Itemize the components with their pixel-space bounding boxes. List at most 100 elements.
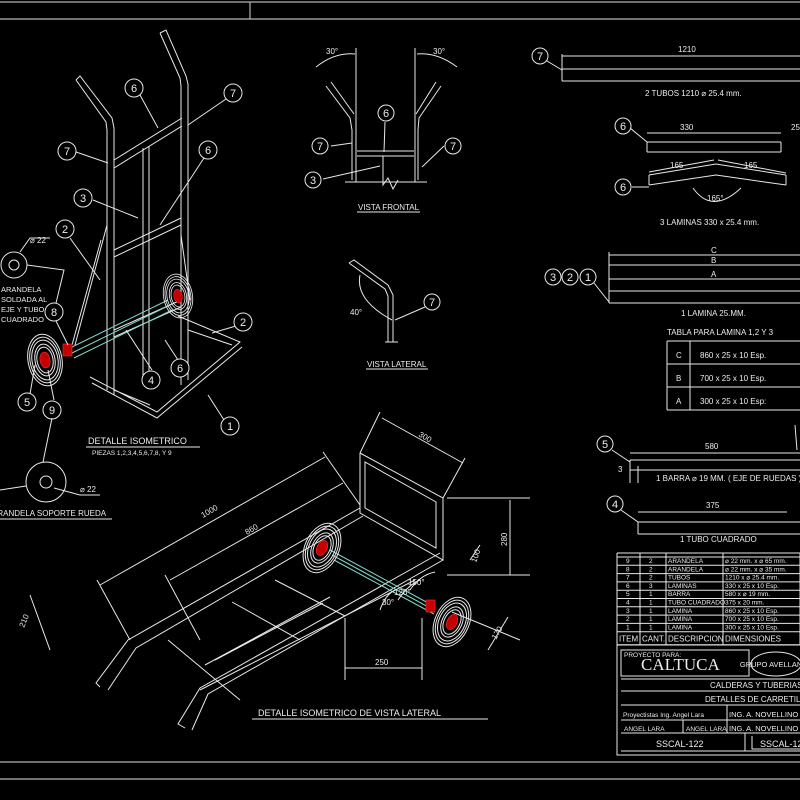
balloon[interactable]: 6 xyxy=(124,78,144,98)
svg-text:3: 3 xyxy=(618,465,623,474)
front-view: 30° 30° xyxy=(315,47,458,191)
svg-text:⌀ 22: ⌀ 22 xyxy=(80,485,96,494)
svg-text:860 x 25 x 10 Esp.: 860 x 25 x 10 Esp. xyxy=(700,351,766,360)
wheel-front xyxy=(23,330,67,390)
svg-text:6: 6 xyxy=(620,121,626,133)
side-view-balloons: 7 xyxy=(423,293,441,311)
bom-cell: 700 x 25 x 10 Esp. xyxy=(725,616,779,623)
balloon[interactable]: 7 xyxy=(531,47,549,65)
balloon[interactable]: 2 xyxy=(561,268,579,286)
svg-text:6: 6 xyxy=(383,108,389,120)
balloon[interactable]: 6 xyxy=(198,140,218,160)
svg-text:210: 210 xyxy=(18,612,32,628)
balloon[interactable]: 7 xyxy=(444,137,462,155)
svg-text:8: 8 xyxy=(51,307,57,319)
part-bar: 580 3 1 BARRA ⌀ 19 MM. ( EJE DE RUEDAS ) xyxy=(611,424,800,483)
balloon[interactable]: 7 xyxy=(311,137,329,155)
lateral-cart-detail xyxy=(29,411,530,731)
balloon[interactable]: 7 xyxy=(423,293,441,311)
balloon[interactable]: 5 xyxy=(596,435,614,453)
balloon[interactable]: 8 xyxy=(44,302,64,322)
lamina-table-title: TABLA PARA LAMINA 1,2 Y 3 xyxy=(667,328,774,337)
svg-text:ING. A. NOVELLINO: ING. A. NOVELLINO xyxy=(729,724,798,733)
balloon[interactable]: 1 xyxy=(220,416,240,436)
svg-text:PROYECTO PARA:: PROYECTO PARA: xyxy=(624,652,681,659)
balloon[interactable]: 2 xyxy=(233,312,253,332)
balloon[interactable]: 3 xyxy=(544,268,562,286)
bom-cell: 4 xyxy=(626,600,630,607)
bom-cell: 3 xyxy=(649,583,653,590)
svg-text:ARANDELA SOPORTE RUEDA: ARANDELA SOPORTE RUEDA xyxy=(0,509,107,518)
balloon[interactable]: 3 xyxy=(304,171,322,189)
svg-text:Proyectistas Ing. Angel Lara: Proyectistas Ing. Angel Lara xyxy=(623,712,704,719)
bom-cell: TUBO CUADRADO xyxy=(668,600,725,607)
balloon[interactable]: 6 xyxy=(614,178,632,196)
bom-cell: ⌀ 22 mm. x ⌀ 35 mm. xyxy=(725,566,787,573)
bom-cell: 580 x ⌀ 19 mm. xyxy=(725,591,770,598)
svg-text:CALDERAS Y TUBERIAS (C: CALDERAS Y TUBERIAS (C xyxy=(710,681,800,690)
svg-text:CUADRADO: CUADRADO xyxy=(1,315,44,324)
balloon[interactable]: 6 xyxy=(377,104,395,122)
svg-text:⌀ 22: ⌀ 22 xyxy=(30,236,46,245)
part-lamina: C B A 1 LAMINA 25.MM. xyxy=(593,246,800,318)
svg-text:2: 2 xyxy=(240,317,246,329)
washer-bottom-detail: ⌀ 22 ARANDELA SOPORTE RUEDA xyxy=(0,417,112,520)
svg-text:700 x 25 x 10 Esp.: 700 x 25 x 10 Esp. xyxy=(700,374,766,383)
svg-text:330: 330 xyxy=(680,123,694,132)
svg-text:1 BARRA ⌀ 19 MM. ( EJE DE RUED: 1 BARRA ⌀ 19 MM. ( EJE DE RUEDAS ) xyxy=(656,474,800,483)
svg-text:7: 7 xyxy=(230,88,236,100)
svg-text:3: 3 xyxy=(310,175,316,187)
balloon[interactable]: 7 xyxy=(223,83,243,103)
balloon[interactable]: 4 xyxy=(141,370,161,390)
bom-cell: 2 xyxy=(649,566,653,573)
svg-text:165°: 165° xyxy=(707,194,724,203)
svg-text:2 TUBOS 1210 ⌀ 25.4 mm.: 2 TUBOS 1210 ⌀ 25.4 mm. xyxy=(645,89,742,98)
svg-text:165: 165 xyxy=(744,161,758,170)
bom-cell: TUBOS xyxy=(668,575,691,582)
balloon[interactable]: 1 xyxy=(579,268,597,286)
svg-text:4: 4 xyxy=(148,375,154,387)
title-block: PROYECTO PARA: CALTUCA GRUPO AVELLANO CA… xyxy=(616,644,800,756)
bom-cell: 7 xyxy=(626,575,630,582)
side-view: 40° xyxy=(348,259,426,343)
balloon[interactable]: 5 xyxy=(17,392,37,412)
wheel-left xyxy=(295,516,349,580)
part-tube: 1210 2 TUBOS 1210 ⌀ 25.4 mm. xyxy=(541,45,800,98)
svg-text:2: 2 xyxy=(567,272,573,284)
svg-text:1000: 1000 xyxy=(200,503,220,520)
balloon[interactable]: 6 xyxy=(170,358,190,378)
svg-text:375: 375 xyxy=(706,501,720,510)
balloon[interactable]: 4 xyxy=(606,495,624,513)
bom-cell: 860 x 25 x 10 Esp. xyxy=(725,608,779,615)
bom-cell: 1 xyxy=(649,624,653,631)
bom-cell: ARANDELA xyxy=(668,558,704,565)
bom-cell: LAMINAS xyxy=(668,583,697,590)
svg-text:1 LAMINA 25.MM.: 1 LAMINA 25.MM. xyxy=(681,309,746,318)
bom-cell: 1 xyxy=(649,591,653,598)
svg-text:ING. A. NOVELLINO: ING. A. NOVELLINO xyxy=(729,710,798,719)
bom-cell: 3 xyxy=(626,608,630,615)
iso-detail-title: DETALLE ISOMETRICO xyxy=(88,436,187,446)
bom-cell: BARRA xyxy=(668,591,691,598)
iso-detail-subtitle: PIEZAS 1,2,3,4,5,6,7,8, Y 9 xyxy=(92,450,172,457)
balloon[interactable]: 7 xyxy=(57,141,77,161)
svg-text:580: 580 xyxy=(705,442,719,451)
svg-text:40°: 40° xyxy=(350,308,362,317)
balloon[interactable]: 3 xyxy=(73,188,93,208)
bom-cell: 5 xyxy=(626,591,630,598)
svg-text:A: A xyxy=(676,397,682,406)
svg-text:3: 3 xyxy=(550,272,556,284)
balloon[interactable]: 9 xyxy=(42,400,62,420)
svg-text:3 LAMINAS 330 x 25.4 mm.: 3 LAMINAS 330 x 25.4 mm. xyxy=(660,218,759,227)
balloon[interactable]: 2 xyxy=(55,219,75,239)
svg-text:2: 2 xyxy=(62,224,68,236)
svg-text:ARANDELA: ARANDELA xyxy=(1,285,41,294)
svg-text:C: C xyxy=(711,246,717,255)
front-view-title: VISTA FRONTAL xyxy=(358,203,420,212)
balloon[interactable]: 6 xyxy=(614,117,632,135)
